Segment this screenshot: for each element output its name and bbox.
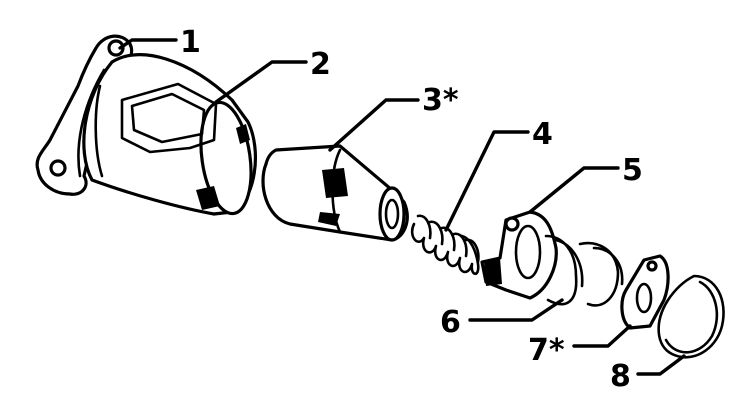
leader-2 <box>214 60 308 104</box>
leader-8 <box>636 354 686 376</box>
callout-labels: 1 2 3* 4 5 6 7* 8 <box>180 25 643 394</box>
part-3-sleeve <box>261 144 409 242</box>
leader-5 <box>528 166 620 214</box>
callout-label-7: 7* <box>528 333 565 368</box>
leader-3 <box>328 98 420 152</box>
callout-label-5: 5 <box>622 153 643 188</box>
callout-label-2: 2 <box>310 47 331 82</box>
part-8-circlip <box>657 274 725 359</box>
leader-6 <box>468 298 564 322</box>
callout-label-8: 8 <box>610 359 631 394</box>
callout-label-6: 6 <box>440 305 461 340</box>
callout-label-1: 1 <box>180 25 201 60</box>
part-2-housing <box>82 53 258 216</box>
part-7-clip <box>620 254 670 330</box>
leader-7 <box>572 324 632 348</box>
callout-label-4: 4 <box>532 117 553 152</box>
part-5-bracket <box>480 210 558 300</box>
leader-lines <box>118 38 686 376</box>
leader-4 <box>444 130 530 232</box>
callout-label-3: 3* <box>422 83 459 118</box>
part-4-spring <box>410 214 480 276</box>
part-6-snap-ring <box>544 234 624 307</box>
leader-1 <box>118 38 178 50</box>
